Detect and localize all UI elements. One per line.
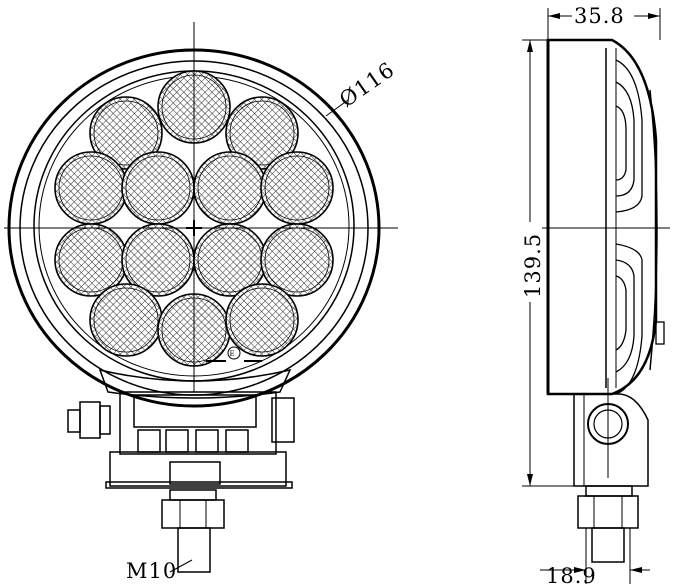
led-lens-inner-ring [229,100,295,166]
led-lens-icon [89,96,163,170]
side-bracket [573,393,649,487]
bracket-width-dimension: 18.9 [540,528,650,584]
led-lens-inner-ring [264,155,330,221]
base-plate [98,368,292,399]
side-thread-bolt [577,485,639,563]
led-lens-icon [89,283,163,357]
led-lens-icon [225,96,299,170]
led-lens-icon [54,151,128,225]
led-lens-icon [260,151,334,225]
ce-mark-icon [227,346,241,360]
diameter-leader [325,99,349,117]
thread-label: M10 [126,559,177,583]
led-lens-inner-ring [93,100,159,166]
thread-bolt [161,489,225,573]
ce-mark-glyph: E [230,350,235,358]
side-housing [546,38,658,396]
height-dimension: 139.5 [520,39,574,487]
side-view: 35.8 139.5 18.9 [520,4,670,584]
led-lens-icon [225,283,299,357]
depth-dimension: 35.8 [547,4,661,40]
marking-area: E [206,346,262,362]
diameter-label: Ø116 [335,57,399,112]
bracket-width-label: 18.9 [546,564,597,584]
height-label: 139.5 [521,233,545,298]
front-view: E Ø116 [4,22,399,583]
depth-label: 35.8 [574,4,625,28]
led-lens-icon [193,151,267,225]
hex-nut-icon [79,401,101,439]
led-lens-icon [260,223,334,297]
led-lens-icon [121,151,195,225]
led-lens-inner-ring [93,287,159,353]
mount-bracket [67,391,295,489]
thread-leader [169,559,193,573]
led-lens-inner-ring [125,155,191,221]
led-lens-inner-ring [229,287,295,353]
